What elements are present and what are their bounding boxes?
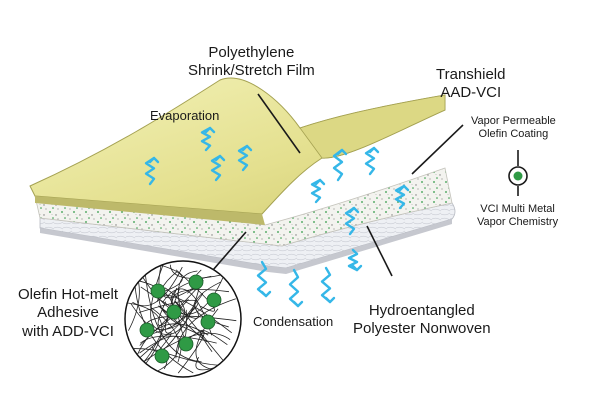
nonwoven-edge <box>40 219 452 274</box>
vapor-arrow-icon <box>394 184 406 210</box>
vapor-arrow-icon <box>237 144 249 172</box>
vapor-arrow-icon <box>364 146 376 176</box>
label-olefin-adhesive: Olefin Hot-melt Adhesive with ADD-VCI <box>18 286 119 340</box>
vci-particle <box>166 304 182 320</box>
vci-particle <box>154 348 170 364</box>
label-nonwoven: Hydroentangled Polyester Nonwoven <box>353 302 491 338</box>
vapor-arrow-icon <box>320 266 332 304</box>
vapor-arrow-icon <box>288 268 300 308</box>
leader-transhield <box>411 124 464 175</box>
leader-polyethylene <box>257 93 301 154</box>
vapor-arrow-icon <box>347 248 359 272</box>
film-edge <box>35 196 265 225</box>
vci-particle <box>200 314 216 330</box>
vci-particle <box>139 322 155 338</box>
vapor-arrow-icon <box>144 156 156 186</box>
vci-particle <box>206 292 222 308</box>
label-polyethylene: Polyethylene Shrink/Stretch Film <box>188 44 315 80</box>
coating-layer <box>34 167 453 247</box>
vci-particle <box>150 283 166 299</box>
vapor-arrow-icon <box>256 260 268 298</box>
vapor-arrow-icon <box>332 148 344 182</box>
label-evaporation: Evaporation <box>150 108 220 123</box>
leader-adhesive <box>212 231 247 271</box>
vci-particle <box>178 336 194 352</box>
vapor-arrow-icon <box>344 206 356 236</box>
vapor-arrow-icon <box>200 126 212 152</box>
adhesive-magnifier <box>124 260 242 378</box>
vci-particle <box>188 274 204 290</box>
vapor-arrow-icon <box>210 154 222 182</box>
vapor-arrow-icon <box>310 178 322 204</box>
label-transhield: Transhield AAD-VCI <box>436 66 506 102</box>
label-vci-chemistry: VCI Multi Metal Vapor Chemistry <box>477 203 559 229</box>
label-vapor-coating: Vapor Permeable Olefin Coating <box>471 115 556 141</box>
label-condensation: Condensation <box>253 314 334 329</box>
leader-nonwoven <box>366 225 393 277</box>
